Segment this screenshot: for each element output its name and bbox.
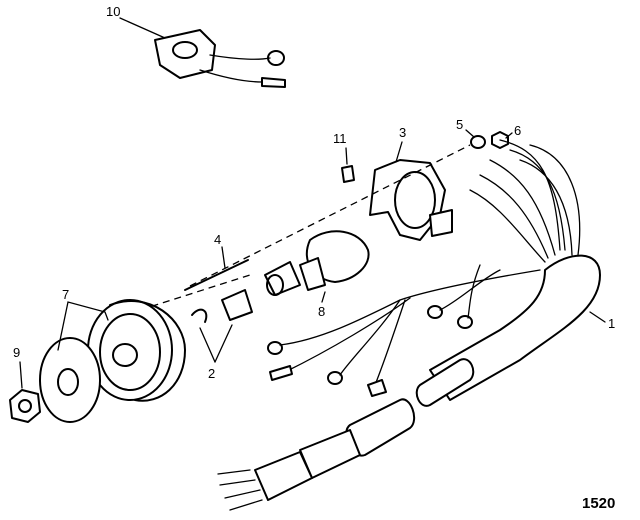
callout-3: 3 [399,125,406,140]
part-10-switch-box [119,17,286,88]
connector-plug [217,358,475,511]
callout-8: 8 [318,304,325,319]
wire-harness [267,139,606,401]
part-4-stud [184,246,249,291]
part-11-plug [341,147,355,183]
figure-number: 1520 [582,495,615,512]
callout-6: 6 [514,123,521,138]
part-8-ignition-switch [264,230,370,303]
part-5-washer [465,129,486,149]
callout-9: 9 [13,345,20,360]
callout-11: 11 [333,131,347,146]
part-7-mounting-nut-and-plate [39,299,186,423]
callout-1: 1 [608,316,615,331]
part-2-clips [191,289,253,363]
part-3-bracket [369,141,453,241]
callout-10: 10 [106,4,120,19]
part-9-hex-nut [9,361,41,423]
callout-7: 7 [62,287,69,302]
callout-2: 2 [208,366,215,381]
callout-4: 4 [214,232,221,247]
callout-5: 5 [456,117,463,132]
